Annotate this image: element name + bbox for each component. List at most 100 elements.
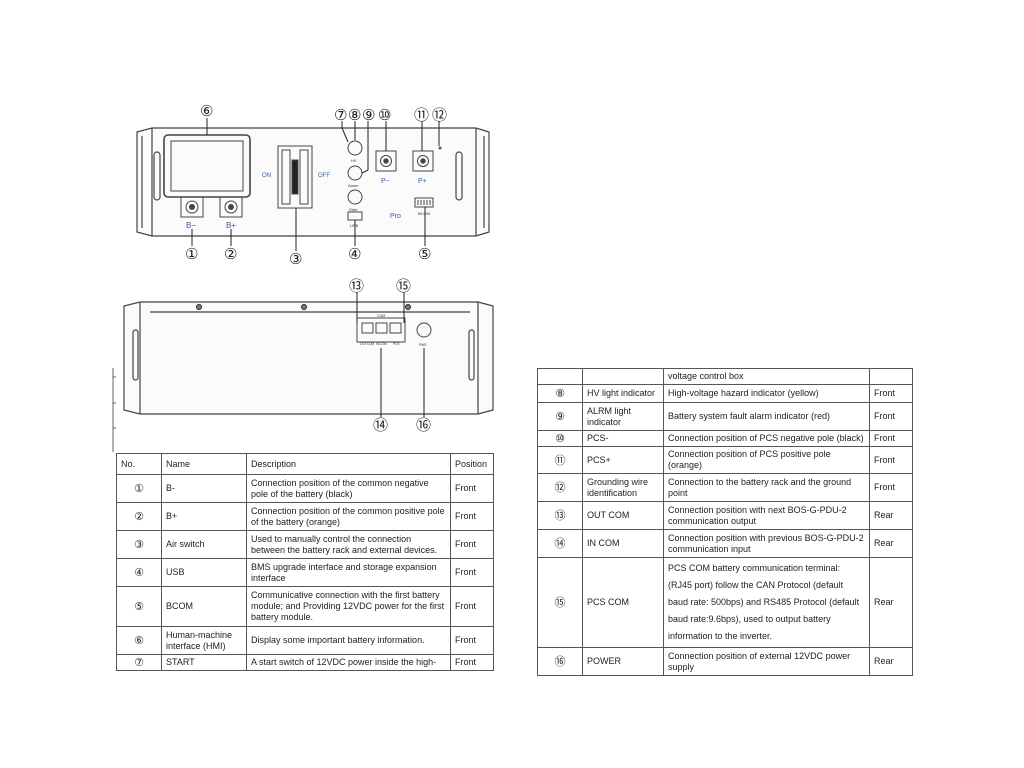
callout-5: ⑤	[418, 245, 431, 263]
power-connector	[416, 322, 432, 338]
row-number: ⑭	[537, 529, 583, 558]
callout-15: ⑮	[396, 277, 411, 295]
row-description: Connection position with next BOS-G-PDU-…	[663, 501, 870, 530]
switch-on-label: ON	[262, 173, 271, 179]
row-name: Air switch	[161, 530, 247, 559]
row-number: ①	[116, 474, 162, 503]
row-number: ⑪	[537, 446, 583, 474]
row-position: Front	[450, 586, 494, 627]
pcs-com-port	[389, 322, 402, 334]
callout-1: ①	[185, 245, 198, 263]
row-number: ⑤	[116, 586, 162, 627]
table-row: ⑬ OUT COM Connection position with next …	[537, 501, 913, 530]
start-button	[347, 189, 363, 205]
table-row: ⑨ ALRM light indicator Battery system fa…	[537, 402, 913, 431]
callout-8: ⑧	[348, 106, 361, 124]
row-name: OUT COM	[582, 501, 664, 530]
callout-16: ⑯	[416, 416, 431, 434]
row-position: Front	[869, 384, 913, 403]
com-port-block	[356, 317, 432, 343]
row-position: Rear	[869, 557, 913, 648]
row-position: Front	[450, 558, 494, 587]
row-position: Front	[450, 654, 494, 671]
row-description: Battery system fault alarm indicator (re…	[663, 402, 870, 431]
alarm-label: Alarm	[348, 183, 359, 188]
row-name: PCS-	[582, 430, 664, 447]
row-number: ⑯	[537, 647, 583, 676]
left-handle-slot	[153, 151, 161, 201]
com-label: COM	[377, 314, 385, 318]
table-row: ⑤ BCOM Communicative connection with the…	[116, 586, 494, 627]
row-name: PCS+	[582, 446, 664, 474]
callout-9: ⑨	[362, 106, 375, 124]
power-label: PWR	[419, 343, 427, 347]
row-number: ⑦	[116, 654, 162, 671]
row-number: ⑮	[537, 557, 583, 648]
row-name: PCS COM	[582, 557, 664, 648]
in-com-label: INCOM	[376, 342, 387, 346]
table-row: ⑩ PCS- Connection position of PCS negati…	[537, 430, 913, 447]
row-name: B+	[161, 502, 247, 531]
right-handle-slot	[455, 151, 463, 201]
table-row-continuation: voltage control box	[537, 368, 913, 385]
row-name: POWER	[582, 647, 664, 676]
table-row: ⑦ START A start switch of 12VDC power in…	[116, 654, 494, 671]
row-name: ALRM light indicator	[582, 402, 664, 431]
row-name: IN COM	[582, 529, 664, 558]
bcom-label: BCOM	[418, 211, 430, 216]
rear-panel	[123, 301, 494, 415]
row-name: Human-machine interface (HMI)	[161, 626, 247, 655]
callout-10: ⑩	[378, 106, 391, 124]
margin-ruler	[112, 368, 116, 452]
table-header-row: No. Name Description Position	[116, 453, 494, 475]
row-position: Front	[450, 530, 494, 559]
header-no: No.	[116, 453, 162, 475]
table-row: ⑫ Grounding wire identification Connecti…	[537, 473, 913, 502]
row-description: Connection position with previous BOS-G-…	[663, 529, 870, 558]
row-name: BCOM	[161, 586, 247, 627]
row-description: Used to manually control the connection …	[246, 530, 451, 559]
air-switch	[277, 145, 313, 209]
row-name: HV light indicator	[582, 384, 664, 403]
table-row: ③ Air switch Used to manually control th…	[116, 530, 494, 559]
hv-label: HV	[351, 158, 357, 163]
table-row: ⑯ POWER Connection position of external …	[537, 647, 913, 676]
row-position: Rear	[869, 501, 913, 530]
row-description: Connection position of external 12VDC po…	[663, 647, 870, 676]
row-description: voltage control box	[663, 368, 870, 385]
pcs-negative-label: P−	[381, 178, 390, 185]
row-number: ④	[116, 558, 162, 587]
b-positive-terminal	[219, 196, 243, 218]
callout-3: ③	[289, 250, 302, 268]
in-com-port	[375, 322, 388, 334]
row-description: A start switch of 12VDC power inside the…	[246, 654, 451, 671]
table-row: ① B- Connection position of the common n…	[116, 474, 494, 503]
spec-table-right: voltage control box ⑧ HV light indicator…	[537, 368, 913, 676]
usb-label: USB	[350, 223, 359, 228]
start-label: Start	[349, 207, 358, 212]
row-number: ⑥	[116, 626, 162, 655]
row-position: Front	[450, 626, 494, 655]
header-description: Description	[246, 453, 451, 475]
row-description: Display some important battery informati…	[246, 626, 451, 655]
callout-4: ④	[348, 245, 361, 263]
spec-table-left: No. Name Description Position ① B- Conne…	[116, 453, 494, 671]
front-panel	[136, 127, 490, 237]
row-description: Connection position of PCS positive pole…	[663, 446, 870, 474]
pcs-com-label: PCS	[393, 342, 400, 346]
pcs-positive-label: P+	[418, 178, 427, 185]
row-position: Front	[869, 446, 913, 474]
callout-12: ⑫	[432, 106, 447, 124]
row-position: Front	[450, 502, 494, 531]
row-description: Connection position of the common positi…	[246, 502, 451, 531]
callout-7: ⑦	[334, 106, 347, 124]
b-negative-terminal	[180, 196, 204, 218]
callout-13: ⑬	[349, 277, 364, 295]
row-number: ⑧	[537, 384, 583, 403]
row-number: ⑫	[537, 473, 583, 502]
table-row: ⑪ PCS+ Connection position of PCS positi…	[537, 446, 913, 474]
row-number: ⑬	[537, 501, 583, 530]
row-description: Connection position of PCS negative pole…	[663, 430, 870, 447]
pro-label: Pro	[390, 213, 401, 220]
